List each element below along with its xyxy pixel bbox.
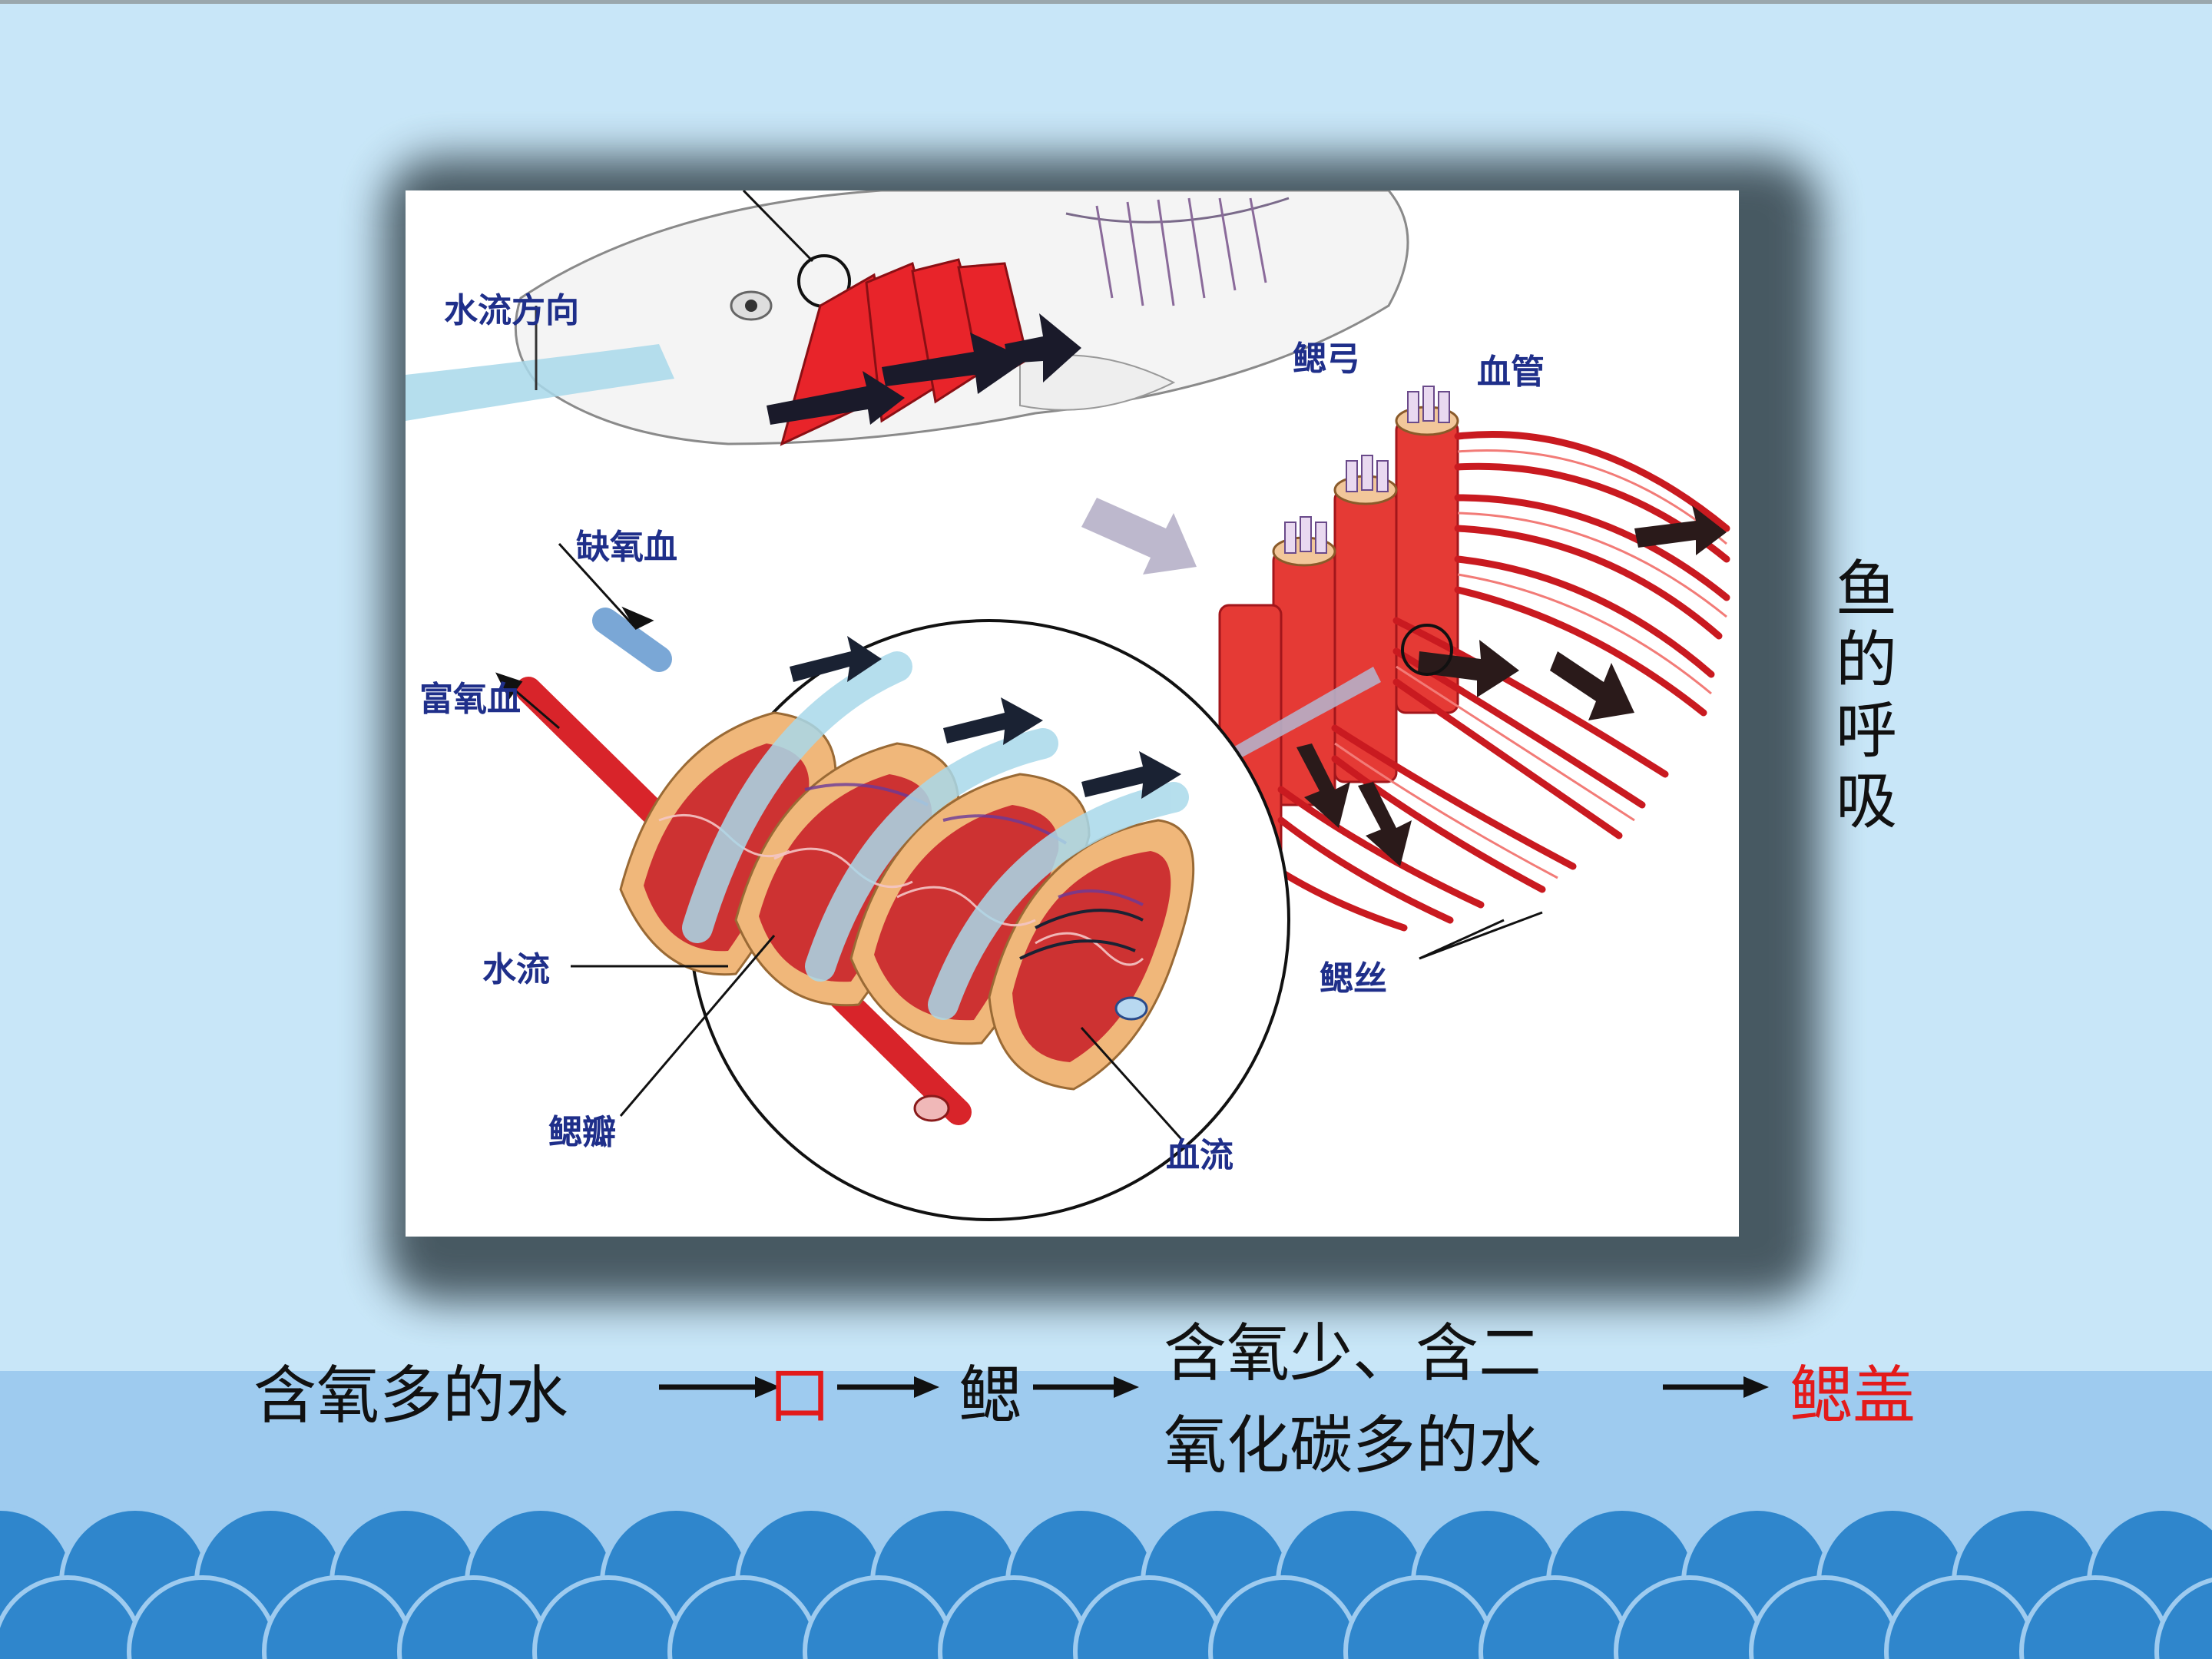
flow-step-gills: 鳃	[959, 1359, 1022, 1432]
fish-head	[406, 190, 1409, 446]
label-gill-lamella: 鳃瓣	[548, 1113, 616, 1152]
title-char-3: 呼	[1836, 695, 1897, 767]
label-water-flow: 水流	[482, 950, 550, 989]
flow-arrow-2	[837, 1376, 939, 1398]
flow-step-oxygen-poor-water-line2: 氧化碳多的水	[1164, 1409, 1542, 1482]
gill-illustration	[406, 190, 1730, 1221]
flow-arrow-3	[1033, 1376, 1139, 1398]
flow-step-gill-cover: 鳃盖	[1790, 1359, 1916, 1432]
top-border-line	[0, 0, 2212, 4]
label-water-direction: 水流方向	[444, 291, 579, 330]
magnified-lamella	[515, 608, 1290, 1221]
leader-lines	[495, 542, 1543, 1141]
label-oxygenated-blood: 富氧血	[419, 680, 521, 719]
title-char-4: 吸	[1836, 766, 1897, 837]
title-char-2: 的	[1836, 624, 1897, 696]
flow-step-oxygen-poor-water-line1: 含氧少、含二	[1164, 1317, 1542, 1390]
wave-decoration	[0, 1506, 2212, 1659]
label-blood-flow: 血流	[1166, 1136, 1233, 1175]
flow-arrow-4	[1663, 1376, 1769, 1398]
gill-filaments	[1218, 386, 1730, 932]
slide-title-vertical: 鱼 的 呼 吸	[1828, 555, 1905, 837]
flow-step-oxygen-rich-water: 含氧多的水	[253, 1359, 569, 1432]
label-deoxygenated-blood: 缺氧血	[576, 528, 677, 567]
label-gill-filament: 鳃丝	[1320, 959, 1387, 998]
flow-arrow-1	[659, 1376, 780, 1398]
flow-step-mouth: 口	[768, 1359, 832, 1432]
label-gill-arch: 鳃弓	[1293, 339, 1360, 379]
label-blood-vessel: 血管	[1477, 353, 1545, 392]
gill-diagram-image: 水流方向 鳃弓 血管 缺氧血 富氧血 水流 鳃瓣 血流 鳃丝	[406, 190, 1739, 1237]
title-char-1: 鱼	[1836, 554, 1897, 625]
